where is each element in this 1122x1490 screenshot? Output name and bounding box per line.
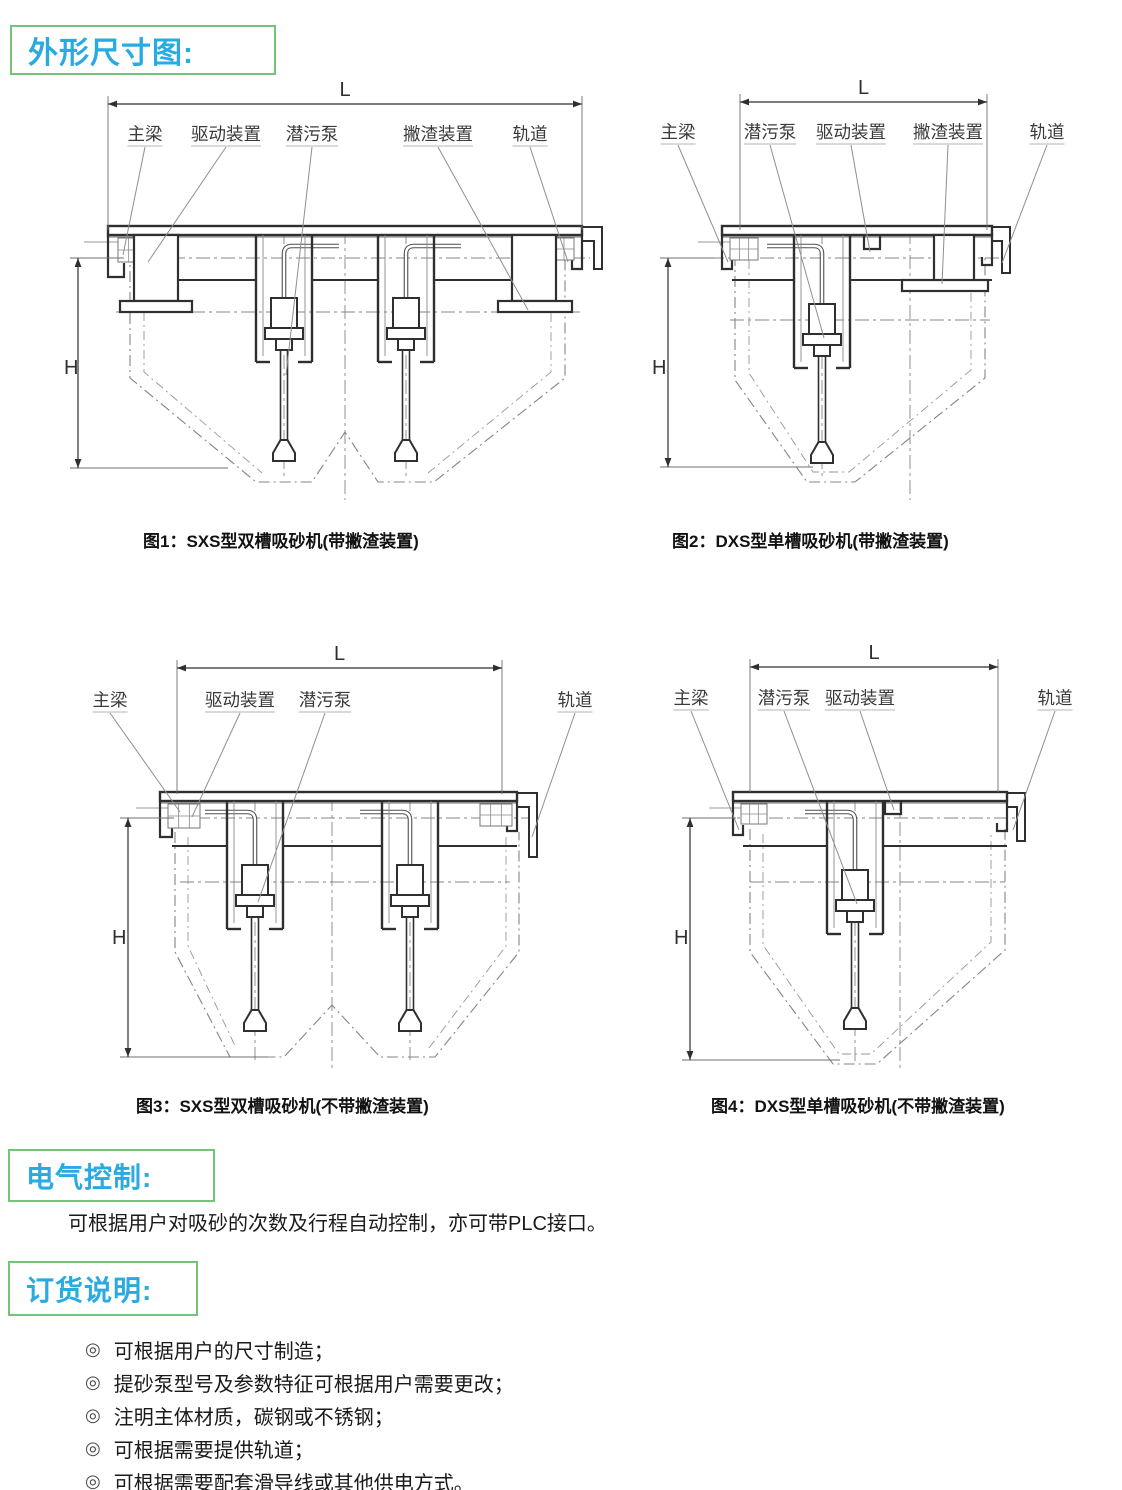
section-title-ordering: 订货说明: — [8, 1261, 198, 1316]
pump-supply-pipes — [805, 809, 858, 870]
tank-hopper-outline — [734, 255, 986, 483]
ordering-item: ◎ 注明主体材质，碳钢或不锈钢； — [85, 1399, 514, 1432]
part-label: 潜污泵 — [286, 124, 339, 144]
part-label: 轨道 — [1038, 688, 1073, 708]
figure-2-drawing: L H 主梁 潜污泵驱动装置 撇渣装置 轨道 — [652, 77, 1065, 500]
bridge-structure — [136, 790, 538, 931]
dimension-L: L — [739, 77, 988, 230]
part-label: 潜污泵 — [744, 122, 797, 142]
dimension-H: H — [64, 257, 228, 469]
pump-supply-pipes — [205, 809, 413, 865]
part-label: 轨道 — [558, 690, 593, 710]
ordering-item-text: 注明主体材质，碳钢或不锈钢； — [113, 1407, 394, 1429]
ordering-item-text: 提砂泵型号及参数特征可根据用户需要更改； — [113, 1374, 514, 1396]
bullet-icon: ◎ — [85, 1405, 101, 1425]
ordering-item: ◎ 提砂泵型号及参数特征可根据用户需要更改； — [85, 1366, 514, 1399]
bullet-icon: ◎ — [85, 1372, 101, 1392]
dim-H-label: H — [652, 357, 666, 379]
part-label: 驱动装置 — [205, 690, 275, 710]
part-label: 主梁 — [93, 690, 128, 710]
figure-2-caption: 图2：DXS型单槽吸砂机(带撇渣装置) — [672, 532, 949, 551]
ordering-list: ◎ 可根据用户的尺寸制造； ◎ 提砂泵型号及参数特征可根据用户需要更改； ◎ 注… — [85, 1333, 514, 1490]
dim-L-label: L — [339, 80, 350, 101]
dim-L-label: L — [334, 643, 345, 665]
dimension-L: L — [176, 643, 503, 794]
dimension-H: H — [674, 817, 840, 1061]
bullet-icon: ◎ — [85, 1471, 101, 1490]
bridge-structure — [84, 224, 603, 364]
part-label: 撇渣装置 — [403, 124, 473, 144]
dimension-L: L — [749, 642, 999, 792]
dimension-H: H — [652, 257, 813, 468]
ordering-item-text: 可根据用户的尺寸制造； — [113, 1341, 334, 1363]
electrical-body: 可根据用户对吸砂的次数及行程自动控制，亦可带PLC接口。 — [68, 1213, 607, 1235]
part-labels: 主梁 潜污泵驱动装置 撇渣装置 轨道 — [660, 122, 1065, 339]
figure-1: L H 主梁 驱动装置 潜污泵 撇渣装置 轨道 — [60, 79, 620, 530]
bridge-structure — [698, 224, 1011, 370]
part-label: 主梁 — [674, 688, 709, 708]
section-title-electrical: 电气控制: — [8, 1149, 215, 1202]
pump-supply-pipes — [767, 243, 825, 304]
section-title-ordering-text: 订货说明: — [26, 1274, 153, 1306]
tank-hopper-outline — [129, 250, 566, 483]
part-label: 主梁 — [128, 124, 163, 144]
ordering-item: ◎ 可根据用户的尺寸制造； — [85, 1333, 514, 1366]
part-label: 驱动装置 — [191, 124, 261, 144]
bullet-icon: ◎ — [85, 1339, 101, 1359]
dim-L-label: L — [858, 80, 869, 99]
part-label: 轨道 — [1030, 122, 1065, 142]
bridge-structure — [709, 790, 1026, 936]
tank-hopper-outline — [174, 832, 520, 1058]
section-title-electrical-text: 电气控制: — [26, 1161, 153, 1193]
figure-3-drawing: L H 主梁 驱动装置 潜污泵 轨道 — [92, 643, 593, 1072]
part-label: 主梁 — [661, 122, 696, 142]
part-label: 撇渣装置 — [913, 122, 983, 142]
dimension-H: H — [112, 817, 268, 1058]
figure-3: L H 主梁 驱动装置 潜污泵 轨道 — [80, 642, 620, 1102]
figure-4: L H 主梁 潜污泵驱动装置 轨道 — [655, 642, 1120, 1102]
submersible-pumps — [802, 303, 842, 464]
submersible-pumps — [835, 869, 875, 1030]
figure-3-caption: 图3：SXS型双槽吸砂机(不带撇渣装置) — [136, 1097, 429, 1116]
part-label: 驱动装置 — [825, 688, 895, 708]
tank-hopper-outline — [749, 829, 1006, 1065]
section-title-dimensions: 外形尺寸图: — [10, 25, 276, 75]
part-label: 潜污泵 — [299, 690, 352, 710]
bullet-icon: ◎ — [85, 1438, 101, 1458]
dimension-L: L — [107, 79, 583, 230]
part-label: 潜污泵 — [758, 688, 811, 708]
pump-supply-pipes — [281, 243, 461, 298]
ordering-item-text: 可根据需要提供轨道； — [113, 1440, 314, 1462]
figure-2: L H 主梁 潜污泵驱动装置 撇渣装置 轨道 — [640, 77, 1122, 530]
ordering-item: ◎ 可根据需要提供轨道； — [85, 1432, 514, 1465]
ordering-item-text: 可根据需要配套滑导线或其他供电方式。 — [113, 1473, 474, 1490]
dim-H-label: H — [112, 927, 126, 949]
centerlines — [146, 797, 528, 1072]
dim-H-label: H — [674, 927, 688, 949]
figure-4-caption: 图4：DXS型单槽吸砂机(不带撇渣装置) — [711, 1097, 1005, 1116]
ordering-item: ◎ 可根据需要配套滑导线或其他供电方式。 — [85, 1465, 514, 1490]
part-labels: 主梁 驱动装置 潜污泵 轨道 — [92, 690, 593, 903]
figure-1-drawing: L H 主梁 驱动装置 潜污泵 撇渣装置 轨道 — [64, 79, 603, 500]
part-labels: 主梁 潜污泵驱动装置 轨道 — [673, 688, 1073, 905]
dim-H-label: H — [64, 357, 78, 379]
dim-L-label: L — [868, 642, 879, 664]
part-label: 轨道 — [513, 124, 548, 144]
figure-1-caption: 图1：SXS型双槽吸砂机(带撇渣装置) — [143, 532, 419, 551]
section-title-dimensions-text: 外形尺寸图: — [28, 37, 194, 70]
submersible-pumps — [235, 864, 430, 1032]
figure-4-drawing: L H 主梁 潜污泵驱动装置 轨道 — [673, 642, 1073, 1072]
part-labels: 主梁 驱动装置 潜污泵 撇渣装置 轨道 — [122, 124, 569, 376]
part-label: 驱动装置 — [816, 122, 886, 142]
